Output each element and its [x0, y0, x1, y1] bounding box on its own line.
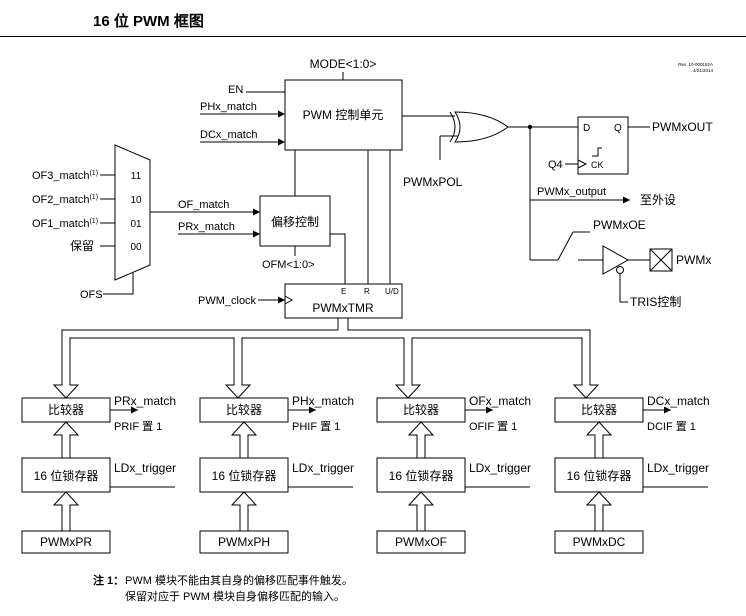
tris-wire — [619, 274, 628, 303]
pwmxtmr-label: PWMxTMR — [312, 301, 374, 315]
page-title: 16 位 PWM 框图 — [93, 13, 204, 30]
mux-input-11: 11 — [131, 171, 142, 182]
dcx-match-in-label: DCx_match — [200, 129, 257, 141]
pwm-control-unit-block — [284, 79, 403, 151]
channel-4-latch-label: 16 位锁存器 — [567, 468, 632, 483]
of2-match-label: OF2_match(1) — [32, 194, 98, 206]
pwmx-pin-x2 — [649, 248, 673, 272]
channel-4-register-to-latch-arrow — [585, 491, 613, 532]
channel-2-register-to-latch-arrow — [230, 491, 258, 532]
timer-clock-triangle — [284, 295, 294, 305]
pwm-control-unit-label: PWM 控制单元 — [303, 108, 384, 122]
prx-match-in-label: PRx_match — [178, 221, 235, 233]
offset-control-block — [259, 195, 331, 247]
note-line-1: PWM 模块不能由其自身的偏移匹配事件触发。 — [125, 575, 353, 587]
channel-1-latch-to-comparator-arrow — [52, 421, 80, 459]
channel-1-flag-label: PRIF 置 1 — [114, 420, 162, 433]
ff-clock-triangle — [577, 159, 588, 169]
timer-e-label: E — [341, 287, 346, 296]
pwmxout-label: PWMxOUT — [652, 120, 713, 134]
note-label: 注 1： — [93, 575, 125, 587]
switch-blade — [557, 231, 574, 261]
note-line-2: 保留对应于 PWM 模块自身偏移匹配的输入。 — [125, 591, 345, 603]
mode-label: MODE<1:0> — [310, 57, 377, 71]
channel-3-latch-to-comparator-arrow — [407, 421, 435, 459]
channel-4-flag-label: DCIF 置 1 — [647, 420, 696, 433]
offset-control-label: 偏移控制 — [271, 214, 319, 229]
channel-2-latch-label: 16 位锁存器 — [212, 468, 277, 483]
ofs-wire — [103, 273, 134, 295]
tris-control-label: TRIS控制 — [630, 295, 681, 309]
mux-input-01: 01 — [130, 219, 142, 230]
to-peripheral-label: 至外设 — [640, 193, 676, 207]
channel-2-match-label: PHx_match — [292, 394, 354, 408]
offset-to-timer-e-wire — [330, 233, 346, 284]
channel-2-comparator-label: 比较器 — [226, 402, 262, 417]
pwmx-output-label: PWMx_output — [537, 186, 606, 198]
channel-4-trigger-label: LDx_trigger — [647, 461, 709, 475]
channel-1-match-label: PRx_match — [114, 394, 176, 408]
q4-label: Q4 — [548, 159, 563, 171]
of-match-label: OF_match — [178, 199, 229, 211]
ff-ck-label: CK — [591, 160, 604, 170]
channel-1-register-to-latch-arrow — [52, 491, 80, 532]
xor-gate — [449, 111, 456, 143]
channel-2-trigger-label: LDx_trigger — [292, 461, 354, 475]
of3-match-label: OF3_match(1) — [32, 170, 98, 182]
offset-mux — [114, 144, 151, 281]
tri-state-buffer — [602, 245, 630, 275]
revision-line-2: 4/21/2014 — [693, 68, 714, 73]
channel-1-register-label: PWMxPR — [40, 535, 92, 549]
ofs-label: OFS — [80, 289, 103, 301]
ff-edge-symbol — [592, 147, 602, 157]
channel-1-trigger-label: LDx_trigger — [114, 461, 176, 475]
of1-match-label: OF1_match(1) — [32, 218, 98, 230]
mux-input-00: 00 — [130, 242, 142, 253]
pwm-clock-label: PWM_clock — [198, 295, 257, 307]
pwmxtmr-block — [284, 283, 403, 319]
timer-ud-label: U/D — [385, 287, 399, 296]
xor-gate-body — [454, 111, 509, 143]
ofm-label: OFM<1:0> — [262, 259, 315, 271]
timer-r-label: R — [364, 287, 370, 296]
channel-1-latch-label: 16 位锁存器 — [34, 468, 99, 483]
channel-1-comparator-label: 比较器 — [48, 402, 84, 417]
channel-4-comparator-label: 比较器 — [581, 402, 617, 417]
channel-2-register-label: PWMxPH — [218, 535, 270, 549]
timer-bus — [52, 317, 600, 399]
pwmx-pin-label: PWMx — [676, 253, 711, 267]
channel-1-comparator-block — [21, 397, 111, 423]
title-divider — [0, 36, 746, 37]
channel-4-comparator-block — [554, 397, 644, 423]
channel-2-flag-label: PHIF 置 1 — [292, 420, 340, 433]
tris-inversion-bubble — [616, 266, 624, 274]
channel-3-latch-block — [376, 457, 466, 493]
pwmxoe-label: PWMxOE — [593, 218, 646, 232]
channel-4-register-label: PWMxDC — [573, 535, 626, 549]
pwmxpol-label: PWMxPOL — [403, 175, 463, 189]
channel-4-latch-to-comparator-arrow — [585, 421, 613, 459]
ff-d-label: D — [583, 123, 590, 134]
reserved-label: 保留 — [70, 239, 94, 253]
channel-3-match-label: OFx_match — [469, 394, 531, 408]
mux-input-10: 10 — [130, 195, 142, 206]
channel-3-flag-label: OFIF 置 1 — [469, 420, 517, 433]
channel-3-register-label: PWMxOF — [395, 535, 447, 549]
d-flip-flop-block — [577, 116, 629, 175]
channel-3-register-to-latch-arrow — [407, 491, 435, 532]
channel-3-comparator-label: 比较器 — [403, 402, 439, 417]
en-label: EN — [228, 84, 243, 96]
channel-2-latch-block — [199, 457, 289, 493]
channel-2-latch-to-comparator-arrow — [230, 421, 258, 459]
channel-3-trigger-label: LDx_trigger — [469, 461, 531, 475]
channel-4-match-label: DCx_match — [647, 394, 710, 408]
ff-q-label: Q — [614, 123, 622, 134]
channel-3-comparator-block — [376, 397, 466, 423]
phx-match-in-label: PHx_match — [200, 101, 257, 113]
revision-line-1: Rev. 10-000152A — [678, 62, 713, 67]
channel-3-latch-label: 16 位锁存器 — [389, 468, 454, 483]
